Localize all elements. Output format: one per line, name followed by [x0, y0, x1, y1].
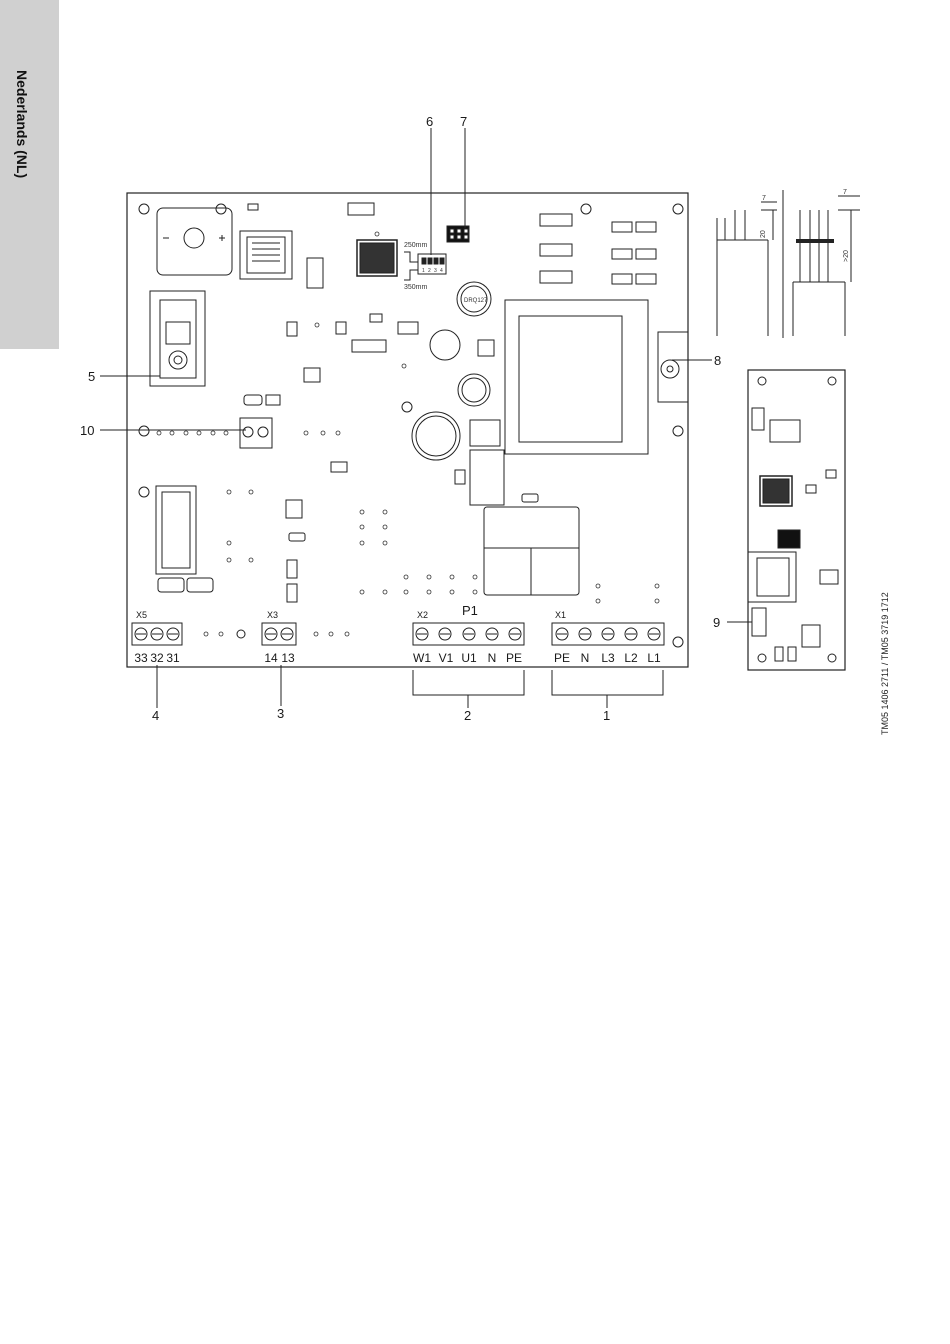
terminal-label: L2: [624, 651, 638, 665]
group-p1-label: P1: [462, 603, 478, 618]
strip-dim-left-side: 20: [760, 230, 767, 238]
terminal-label: 31: [166, 651, 180, 665]
terminal-label: PE: [506, 651, 522, 665]
callout-3: 3: [277, 706, 284, 721]
switch-upper-label: 250mm: [404, 242, 428, 249]
cable-strip-detail-right: [793, 196, 860, 336]
terminal-label: L3: [601, 651, 615, 665]
secondary-module-board: [748, 370, 845, 670]
connector-x1-label: X1: [555, 610, 566, 620]
x1-terminal-labels: PE N L3 L2 L1: [554, 651, 661, 665]
terminal-label: L1: [647, 651, 661, 665]
switch-pin: 2: [428, 268, 431, 274]
terminal-block-x1: [552, 623, 664, 645]
coil-label: DRQ127: [464, 298, 488, 304]
terminal-label: U1: [461, 651, 477, 665]
terminal-block-x3: [262, 623, 296, 645]
terminal-label: 33: [134, 651, 148, 665]
terminal-label: 32: [150, 651, 164, 665]
switch-pin: 4: [440, 268, 443, 274]
connector-x5-label: X5: [136, 610, 147, 620]
terminal-label: V1: [439, 651, 454, 665]
x3-terminal-labels: 14 13: [264, 651, 295, 665]
callout-2: 2: [464, 708, 471, 723]
figure-code: TM05 1406 2711 / TM05 3719 1712: [880, 592, 890, 735]
x5-terminal-labels: 33 32 31: [134, 651, 180, 665]
cable-strip-detail-left: [717, 202, 777, 336]
callout-10: 10: [80, 423, 94, 438]
board-vias: [157, 232, 659, 636]
terminal-block-x2: [413, 623, 524, 645]
terminal-label: 13: [281, 651, 295, 665]
callout-leaders: [100, 128, 752, 708]
strip-dim-right-top: 7: [843, 189, 847, 196]
terminal-label: N: [581, 651, 590, 665]
switch-pin: 1: [422, 268, 425, 274]
switch-pin: 3: [434, 268, 437, 274]
terminal-label: W1: [413, 651, 431, 665]
callout-7: 7: [460, 114, 467, 129]
terminal-block-x5: [132, 623, 182, 645]
x2-terminal-labels: W1 V1 U1 N PE: [413, 651, 522, 665]
connector-x3-label: X3: [267, 610, 278, 620]
callout-1: 1: [603, 708, 610, 723]
terminal-label: N: [488, 651, 497, 665]
callout-4: 4: [152, 708, 159, 723]
callout-6: 6: [426, 114, 433, 129]
terminal-label: PE: [554, 651, 570, 665]
callout-5: 5: [88, 369, 95, 384]
callout-9: 9: [713, 615, 720, 630]
strip-dim-right-side: >20: [843, 250, 850, 262]
connector-x2-label: X2: [417, 610, 428, 620]
strip-dim-left-top: 7: [762, 195, 766, 202]
switch-lower-label: 350mm: [404, 284, 428, 291]
callout-8: 8: [714, 353, 721, 368]
terminal-label: 14: [264, 651, 278, 665]
switch-pin-labels: 1 2 3 4: [422, 268, 443, 274]
